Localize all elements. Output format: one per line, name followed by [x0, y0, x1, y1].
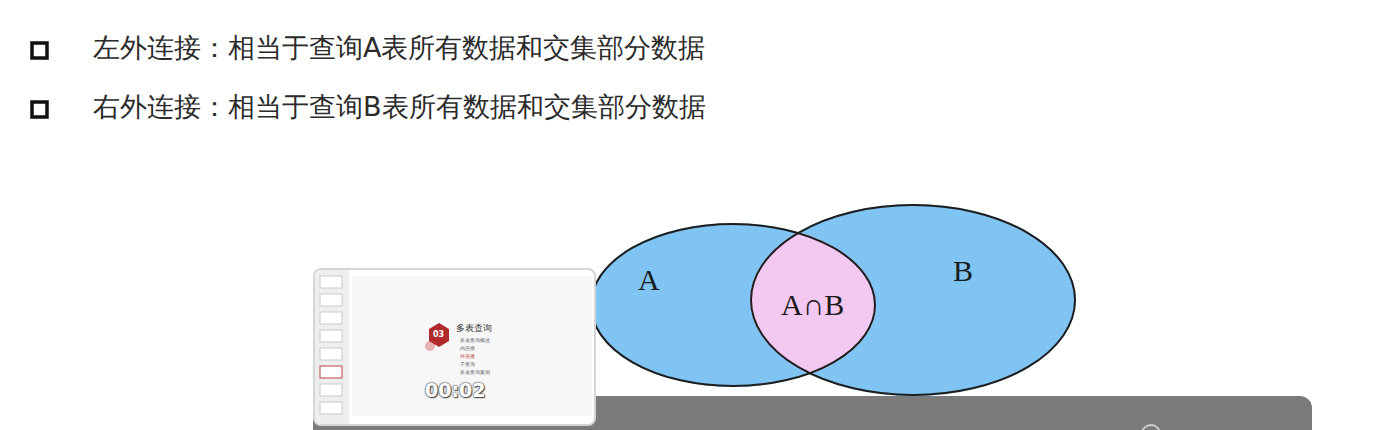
slide-item: 多表查询概述: [460, 337, 490, 343]
slide-title: 多表查询: [456, 323, 492, 334]
slide-item: 子查询: [460, 361, 475, 367]
video-thumbnail: 03 多表查询多表查询概述内连接外连接子查询多表查询案例 00:02: [313, 268, 596, 426]
section-number: 03: [433, 330, 444, 340]
bullet-text: 左外连接：相当于查询A表所有数据和交集部分数据: [93, 32, 705, 64]
bullet-text: 右外连接：相当于查询B表所有数据和交集部分数据: [93, 91, 706, 123]
bar-knob: [1139, 422, 1163, 430]
set-label: B: [953, 254, 973, 288]
slide-item: 外连接: [460, 353, 475, 359]
slide-item: 多表查询案例: [460, 369, 490, 375]
venn-intersection: A∩B: [752, 250, 874, 360]
slide-preview: [315, 270, 596, 426]
slide-item: 内连接: [460, 345, 475, 351]
set-label: A∩B: [781, 288, 844, 322]
video-timestamp: 00:02: [425, 379, 485, 402]
set-label: A: [638, 263, 660, 297]
